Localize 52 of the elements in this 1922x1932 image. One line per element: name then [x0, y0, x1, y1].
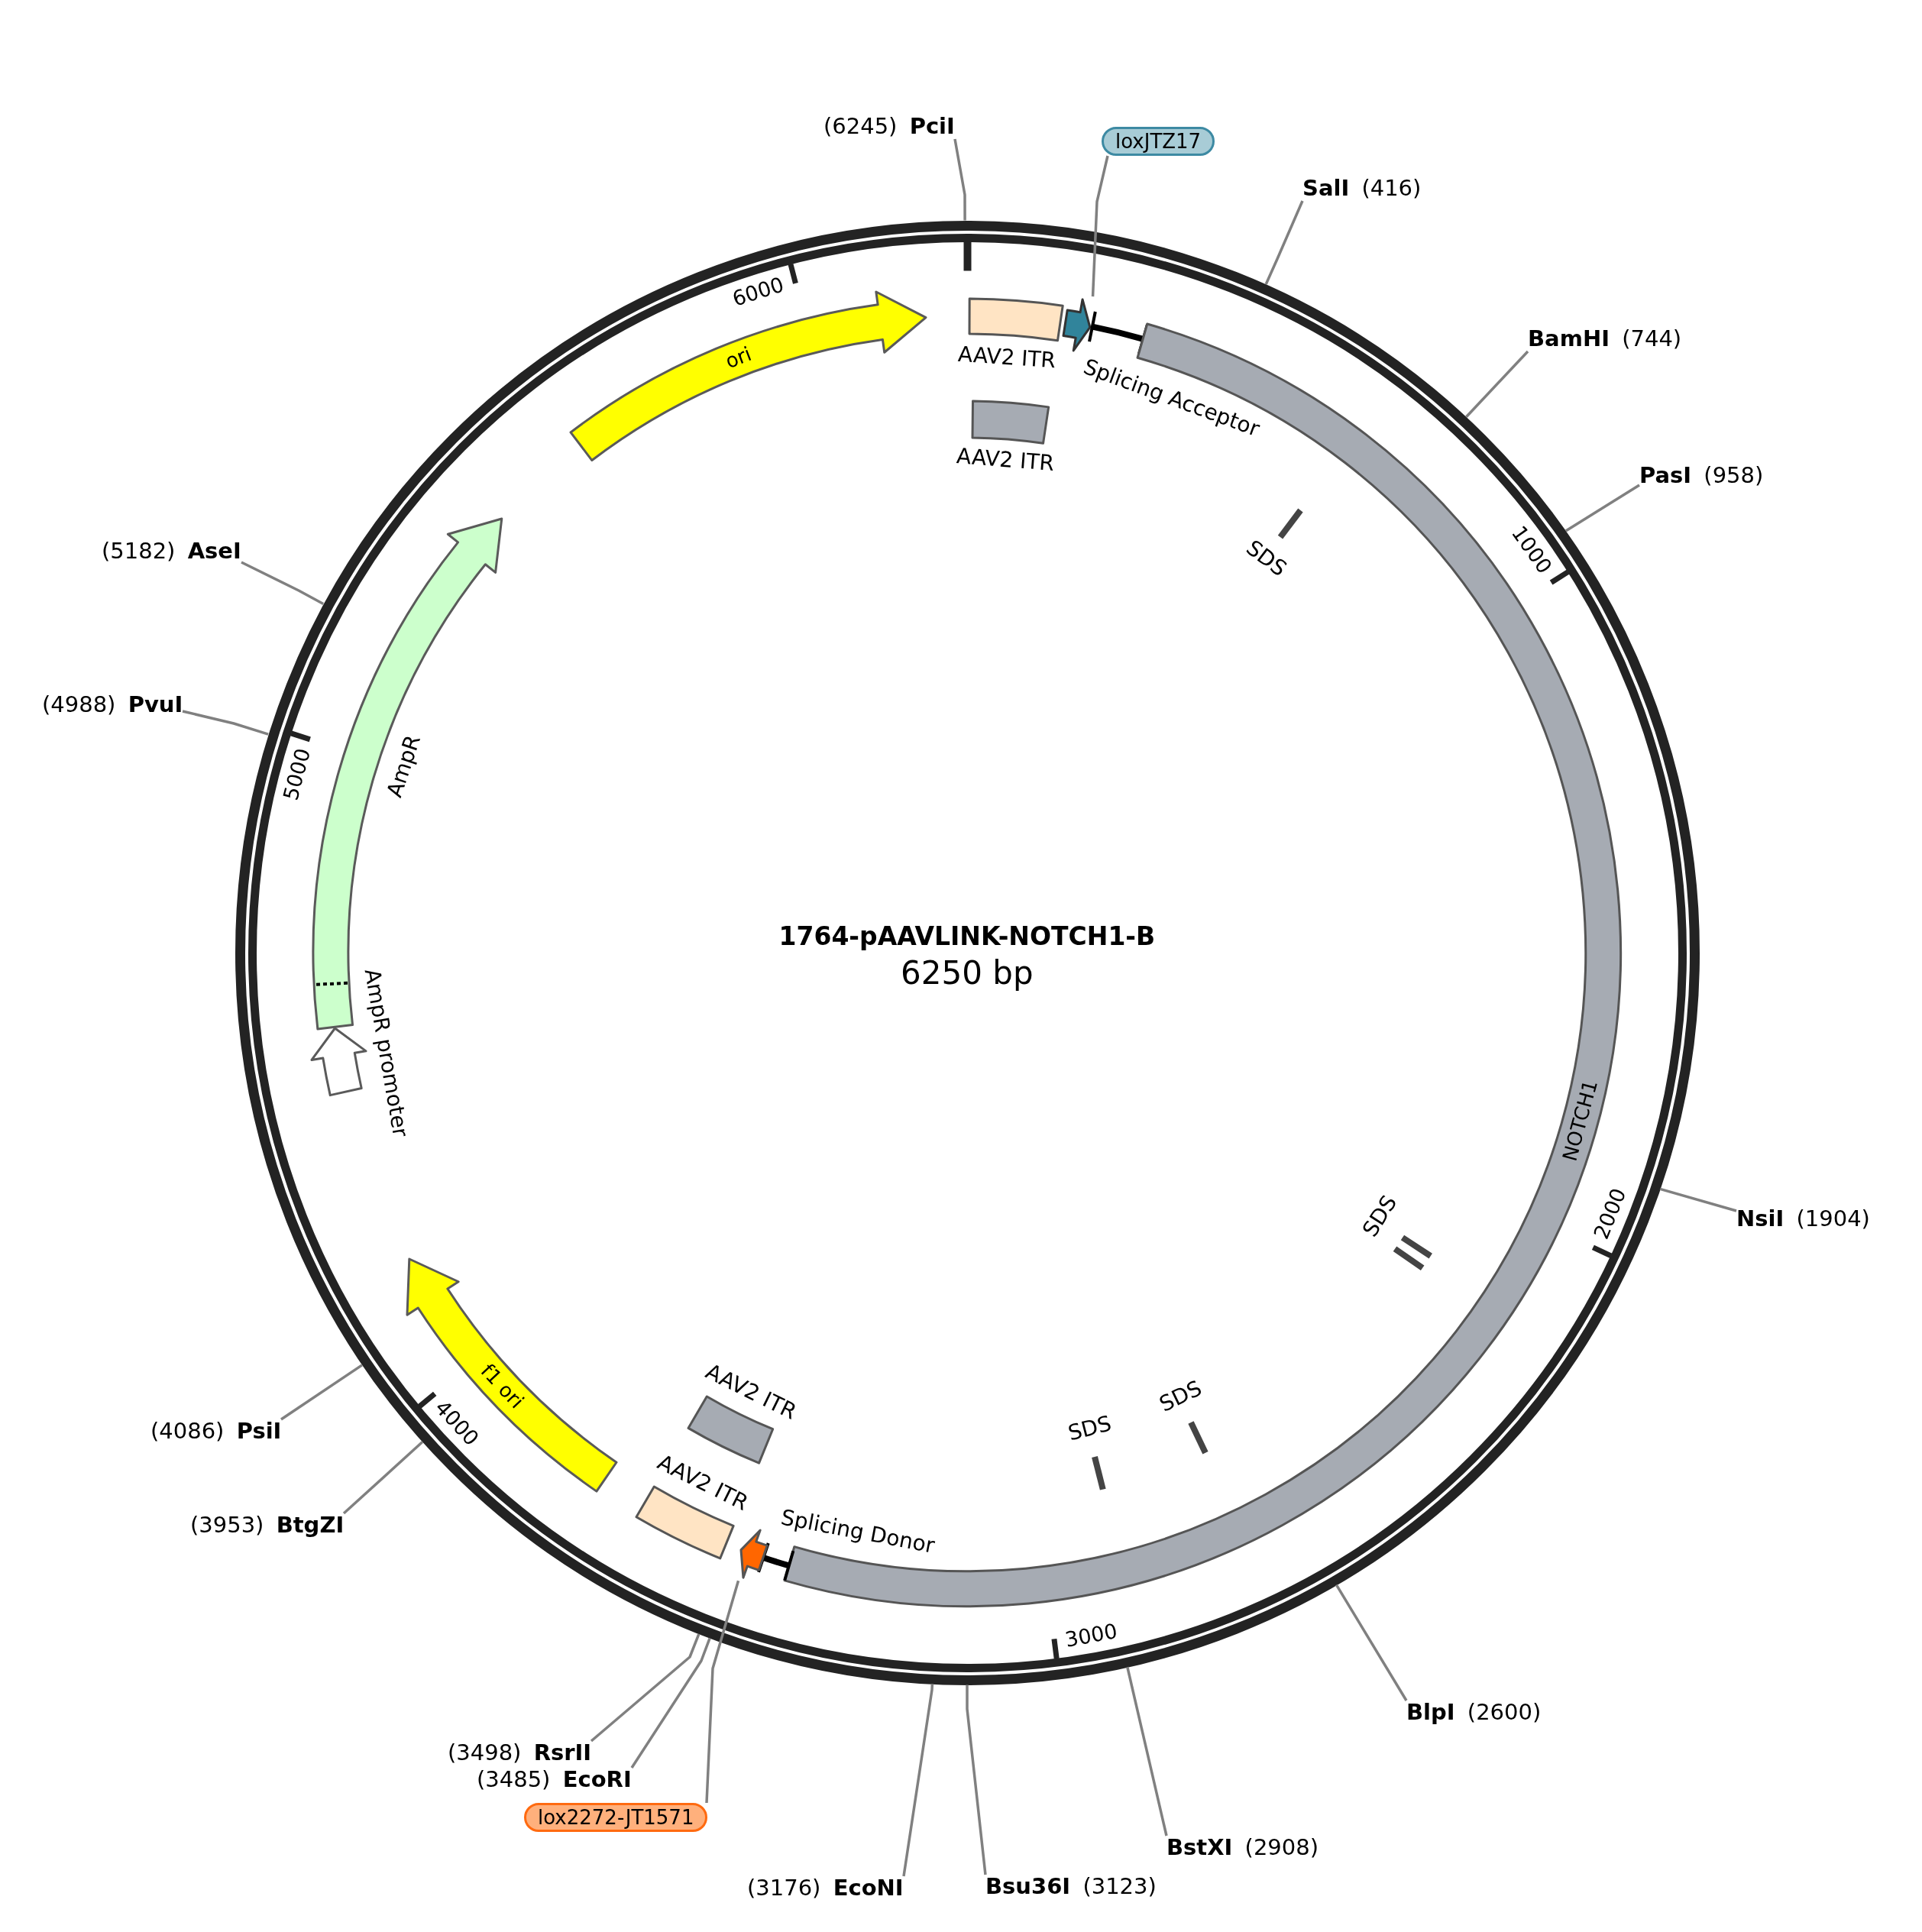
feature-label: AAV2 ITR	[701, 1359, 801, 1425]
feature-label: SDS	[1066, 1410, 1115, 1446]
restriction-site-label: (5182) AseI	[102, 539, 241, 564]
restriction-site-label: (6245) PciI	[823, 115, 955, 139]
restriction-site-label: (3176) EcoNI	[747, 1876, 904, 1901]
leader-line	[902, 1684, 934, 1877]
feature-label: ori	[723, 343, 756, 374]
leader-line	[953, 138, 966, 221]
feature-label: AmpR promoter	[359, 967, 413, 1139]
leader-line	[241, 561, 325, 605]
restriction-site-label: (3498) RsrII	[448, 1741, 592, 1765]
leader-line	[1335, 1584, 1408, 1701]
restriction-site-label: BamHI (744)	[1528, 327, 1682, 351]
feature-tag: lox2272-JT1571	[524, 1803, 708, 1832]
restriction-site-label: BstXI (2908)	[1166, 1836, 1319, 1860]
leader-line	[705, 1580, 740, 1804]
leader-line	[280, 1364, 363, 1421]
restriction-site-label: (3485) EcoRI	[477, 1768, 632, 1792]
restriction-site-label: NsiI (1904)	[1736, 1207, 1870, 1231]
restriction-site-label: SalI (416)	[1302, 176, 1422, 201]
feature-label: f1 ori	[476, 1360, 528, 1413]
leader-line	[590, 1633, 701, 1743]
restriction-site-label: PasI (958)	[1639, 464, 1764, 488]
leader-line	[342, 1441, 424, 1515]
restriction-site-label: (4086) PsiI	[150, 1419, 282, 1444]
feature-label: SDS	[1156, 1376, 1206, 1418]
leader-line	[630, 1637, 711, 1769]
tick-label: 2000	[1588, 1184, 1631, 1243]
tick-label: 3000	[1063, 1618, 1119, 1652]
tick-label: 6000	[730, 271, 788, 311]
feature-label: SDS	[1241, 535, 1292, 581]
leader-line	[1465, 350, 1529, 418]
plasmid-name-title: 1764-pAAVLINK-NOTCH1-B	[778, 922, 1156, 951]
leader-line	[1126, 1666, 1168, 1837]
feature-label: AAV2 ITR	[956, 341, 1056, 374]
feature-label: AAV2 ITR	[653, 1450, 752, 1516]
leader-line	[182, 710, 269, 736]
site-marker	[738, 1527, 771, 1581]
restriction-site-label: BlpI (2600)	[1406, 1701, 1542, 1725]
sequence-length-label: 6250 bp	[901, 955, 1034, 992]
restriction-site-label: (3953) BtgZI	[190, 1513, 345, 1538]
feature-tag: loxJTZ17	[1102, 127, 1215, 156]
tick-label: 5000	[278, 746, 315, 803]
feature-label: Splicing Donor	[778, 1504, 937, 1558]
restriction-site-label: (4988) PvuI	[42, 693, 183, 717]
feature-label: AmpR	[382, 732, 426, 801]
leader-line	[1659, 1187, 1737, 1212]
feature-label: AAV2 ITR	[955, 444, 1055, 476]
leader-line	[966, 1684, 987, 1875]
leader-line	[1564, 484, 1640, 532]
leader-line	[1264, 200, 1304, 285]
restriction-site-label: Bsu36I (3123)	[985, 1875, 1157, 1899]
